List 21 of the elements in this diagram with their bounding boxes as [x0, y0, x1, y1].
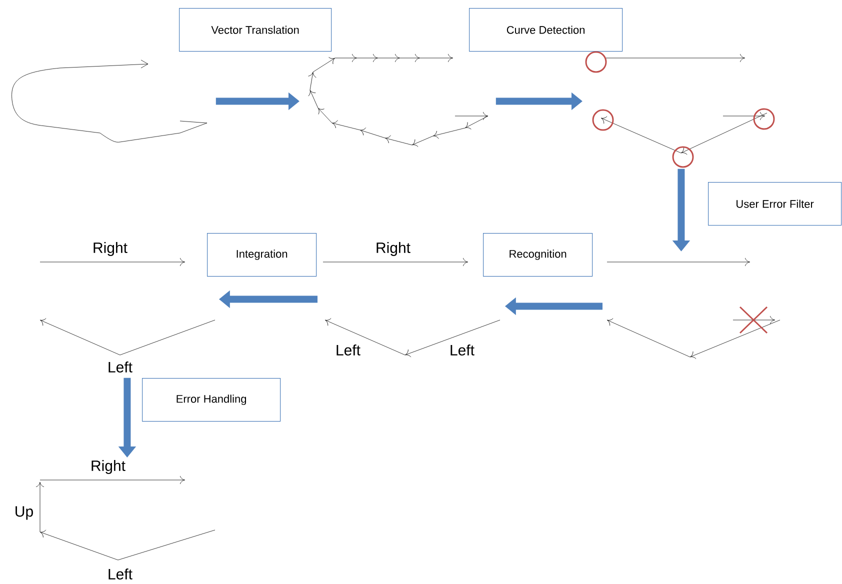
- stroke-drawing: [308, 54, 488, 147]
- direction-label: Left: [336, 344, 360, 356]
- stage-box: Error Handling: [142, 378, 281, 422]
- direction-label: Right: [376, 242, 410, 256]
- direction-label: Left: [450, 344, 474, 356]
- direction-label: Up: [16, 506, 33, 520]
- stage-box: Vector Translation: [179, 8, 332, 52]
- direction-label: Left: [108, 362, 132, 372]
- stroke-drawing: [40, 242, 216, 372]
- direction-label: Right: [94, 242, 128, 256]
- stage-box: Integration: [207, 233, 317, 277]
- stroke-drawing: [606, 258, 780, 359]
- direction-label: Right: [92, 460, 126, 474]
- stage-box: Recognition: [483, 233, 593, 277]
- direction-label: Left: [108, 568, 132, 580]
- stage-box: Curve Detection: [469, 8, 623, 52]
- stroke-drawing: [12, 60, 208, 142]
- stroke-drawing: [585, 51, 775, 168]
- stroke-drawing: [16, 460, 216, 580]
- stage-box: User Error Filter: [708, 182, 842, 226]
- stroke-drawing: [322, 242, 500, 358]
